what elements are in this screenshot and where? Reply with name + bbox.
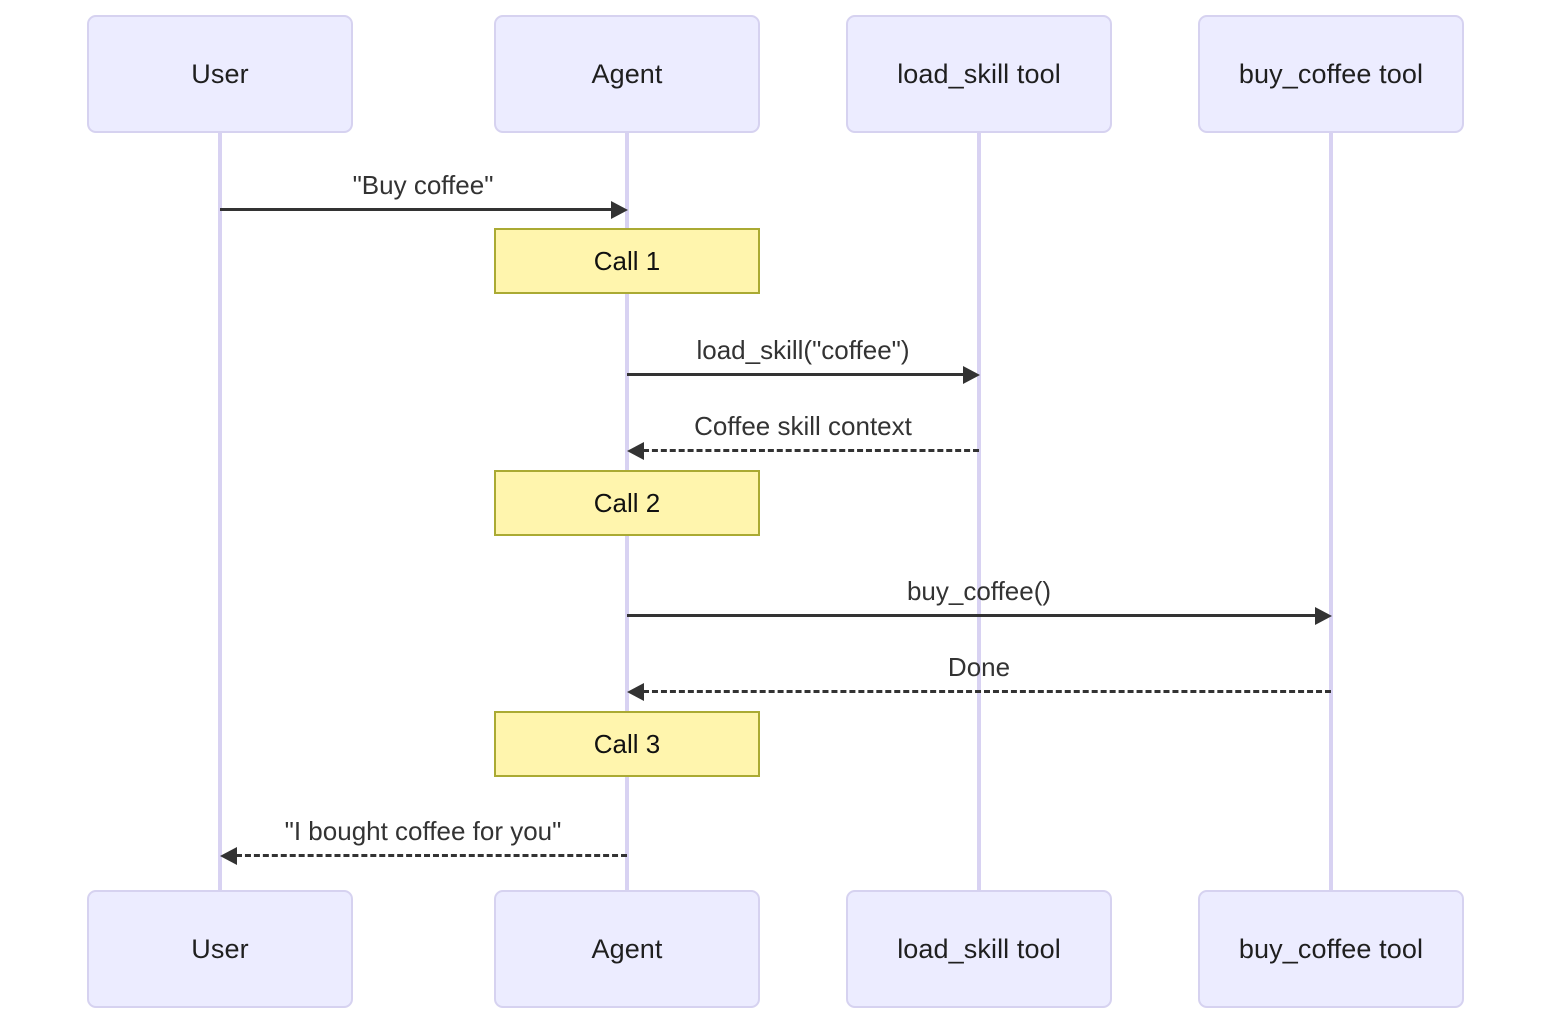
note-n2[interactable]: Call 2 (494, 470, 760, 536)
message-label-m1: "Buy coffee" (352, 170, 494, 200)
participant-label: buy_coffee tool (1238, 933, 1424, 964)
message-line-m2 (627, 373, 963, 376)
message-line-m3 (643, 449, 979, 452)
participant-agent-header[interactable]: Agent (494, 15, 760, 133)
participant-label: User (191, 933, 249, 964)
message-line-m5 (643, 690, 1331, 693)
participant-buy_coffee-footer[interactable]: buy_coffee tool (1198, 890, 1464, 1008)
note-label: Call 3 (593, 728, 661, 759)
lifeline-user (218, 133, 222, 890)
participant-label: Agent (591, 58, 663, 89)
note-n3[interactable]: Call 3 (494, 711, 760, 777)
arrow-head-m5 (627, 683, 644, 701)
message-line-m4 (627, 614, 1315, 617)
message-label-m6: "I bought coffee for you" (284, 816, 562, 846)
participant-user-header[interactable]: User (87, 15, 353, 133)
note-n1[interactable]: Call 1 (494, 228, 760, 294)
message-line-m1 (220, 208, 611, 211)
participant-load_skill-header[interactable]: load_skill tool (846, 15, 1112, 133)
arrow-head-m6 (220, 847, 237, 865)
arrow-head-m4 (1315, 607, 1332, 625)
participant-label: User (191, 58, 249, 89)
participant-label: buy_coffee tool (1238, 58, 1424, 89)
participant-label: load_skill tool (897, 58, 1061, 89)
arrow-head-m3 (627, 442, 644, 460)
participant-label: Agent (591, 933, 663, 964)
note-label: Call 2 (593, 487, 661, 518)
participant-buy_coffee-header[interactable]: buy_coffee tool (1198, 15, 1464, 133)
participant-user-footer[interactable]: User (87, 890, 353, 1008)
arrow-head-m2 (963, 366, 980, 384)
arrow-head-m1 (611, 201, 628, 219)
lifeline-load_skill (977, 133, 981, 890)
lifeline-buy_coffee (1329, 133, 1333, 890)
message-label-m3: Coffee skill context (694, 411, 912, 441)
message-label-m4: buy_coffee() (906, 576, 1052, 606)
participant-label: load_skill tool (897, 933, 1061, 964)
note-label: Call 1 (593, 245, 661, 276)
participant-load_skill-footer[interactable]: load_skill tool (846, 890, 1112, 1008)
participant-agent-footer[interactable]: Agent (494, 890, 760, 1008)
message-line-m6 (236, 854, 627, 857)
message-label-m5: Done (947, 652, 1011, 682)
message-label-m2: load_skill("coffee") (696, 335, 910, 365)
